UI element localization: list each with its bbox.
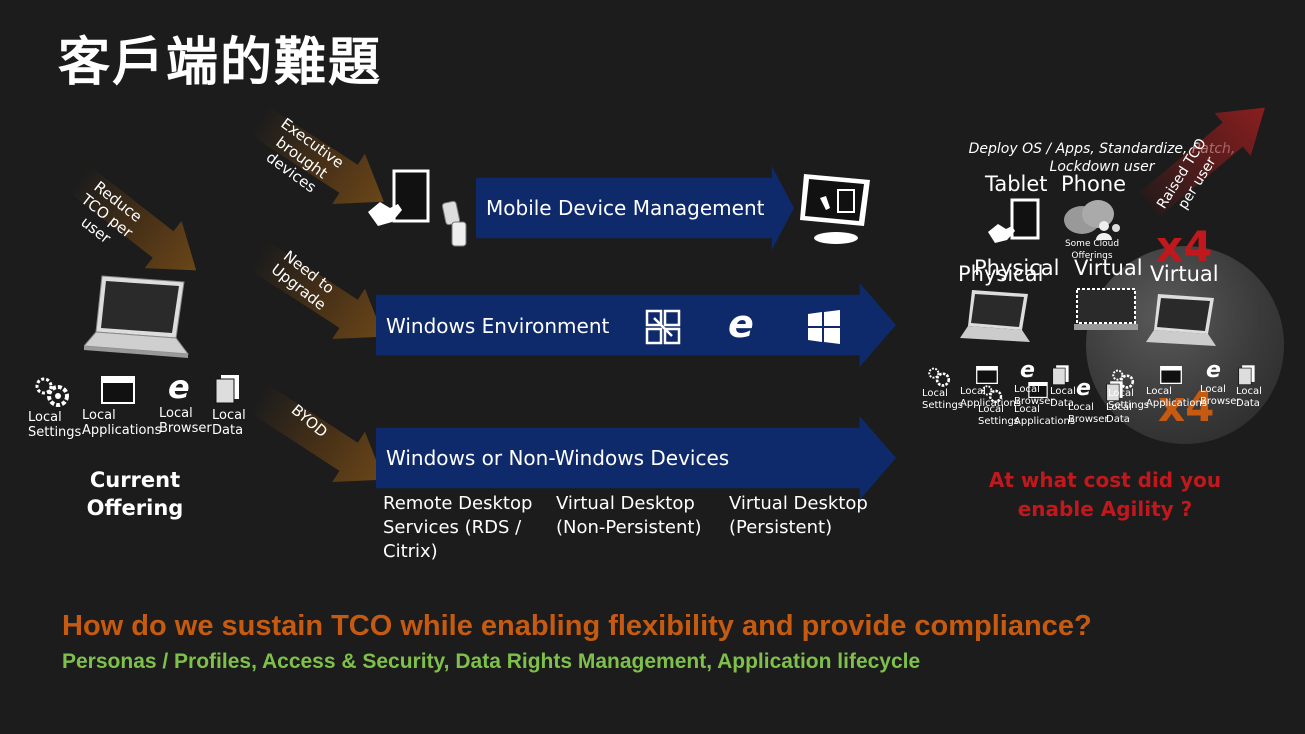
mini-browser-2: Local Browser xyxy=(1068,402,1109,425)
mini-ie-icon-2: e xyxy=(1076,376,1091,401)
cloud-users-icon xyxy=(1064,200,1120,240)
right-tablet-icon xyxy=(988,198,1040,243)
windows-environment-label: Windows Environment xyxy=(386,314,610,338)
x4-top: x4 xyxy=(1156,222,1213,271)
tco-circle xyxy=(1086,246,1284,444)
virtual-persistent-laptop-icon xyxy=(1146,294,1216,346)
ie-logo-icon: e xyxy=(728,302,754,346)
mini-settings-1: Local Settings xyxy=(922,388,964,411)
virtual-label-a: Virtual xyxy=(1074,256,1143,280)
mini-window-icon-2 xyxy=(1028,382,1048,398)
mdm-band xyxy=(476,166,794,250)
laptop-icon xyxy=(84,275,190,358)
tablet-hand-icon xyxy=(368,169,430,226)
virtual-laptop-icon xyxy=(1074,288,1138,330)
mini-ie-icon-3: e xyxy=(1206,358,1221,383)
monitor-touch-icon xyxy=(800,174,870,244)
window-icon xyxy=(101,376,135,404)
mini-files-icon-2 xyxy=(1106,381,1123,402)
gear-icon xyxy=(35,377,69,407)
cloud-offerings-label: Some Cloud Offerings xyxy=(1064,239,1120,261)
mini-gear-icon-2 xyxy=(982,385,1003,403)
mini-settings-3: Local Settings xyxy=(1108,388,1150,411)
mini-browser-1: Local Browser xyxy=(1014,384,1055,407)
footer-topics: Personas / Profiles, Access & Security, … xyxy=(62,650,921,673)
phone-label: Phone xyxy=(1061,172,1127,196)
non-windows-label: Windows or Non-Windows Devices xyxy=(386,446,730,470)
non-windows-band xyxy=(376,416,896,500)
mini-apps-2: Local Applications xyxy=(1014,404,1076,427)
mini-data-3: Local Data xyxy=(1236,386,1262,409)
mdm-label: Mobile Device Management xyxy=(486,196,765,220)
footer-question: How do we sustain TCO while enabling fle… xyxy=(62,610,1092,642)
mini-gear-icon-3 xyxy=(1112,369,1135,389)
tablet-label: Tablet xyxy=(985,172,1048,196)
rds-text: Remote Desktop Services (RDS / Citrix) xyxy=(383,493,533,562)
current-offering: Current Offering xyxy=(86,468,184,520)
deploy-text: Deploy OS / Apps, Standardize, Patch, Lo… xyxy=(968,141,1236,175)
mini-apps-1: Local Applications xyxy=(960,386,1022,409)
physical-laptop-icon xyxy=(960,290,1030,342)
mini-window-icon xyxy=(976,366,998,384)
x4-bottom: x4 xyxy=(1158,382,1215,431)
ie-icon: e xyxy=(168,368,190,406)
vd-non-persistent-text: Virtual Desktop (Non-Persistent) xyxy=(556,493,702,538)
sccm-icon xyxy=(645,309,681,345)
left-local-browser: Local Browser xyxy=(159,406,212,436)
left-local-settings: Local Settings xyxy=(28,410,82,440)
mini-ie-icon: e xyxy=(1020,358,1035,383)
physical-label-b: Physical xyxy=(974,256,1060,280)
virtual-label-b: Virtual xyxy=(1150,262,1219,286)
mini-gear-icon xyxy=(928,367,951,387)
left-local-data: Local Data xyxy=(212,408,246,438)
files-icon xyxy=(215,375,239,404)
left-local-applications: Local Applications xyxy=(82,408,162,438)
mini-files-icon xyxy=(1052,365,1069,386)
mini-apps-3: Local Applications xyxy=(1146,386,1208,409)
vd-persistent-text: Virtual Desktop (Persistent) xyxy=(729,493,868,538)
mini-data-2: Local Data xyxy=(1106,402,1132,425)
mini-data-1: Local Data xyxy=(1050,386,1076,409)
page-title: 客戶端的難題 xyxy=(58,33,383,93)
mini-window-icon-3 xyxy=(1160,366,1182,384)
mini-settings-2: Local Settings xyxy=(978,404,1020,427)
mini-files-icon-3 xyxy=(1238,365,1255,386)
cost-question: At what cost did you enable Agility ? xyxy=(988,468,1222,521)
mini-browser-3: Local Browser xyxy=(1200,384,1241,407)
windows-logo-icon xyxy=(808,310,840,344)
physical-label-a: Physical xyxy=(958,262,1044,286)
flip-phone-icon xyxy=(441,200,467,247)
